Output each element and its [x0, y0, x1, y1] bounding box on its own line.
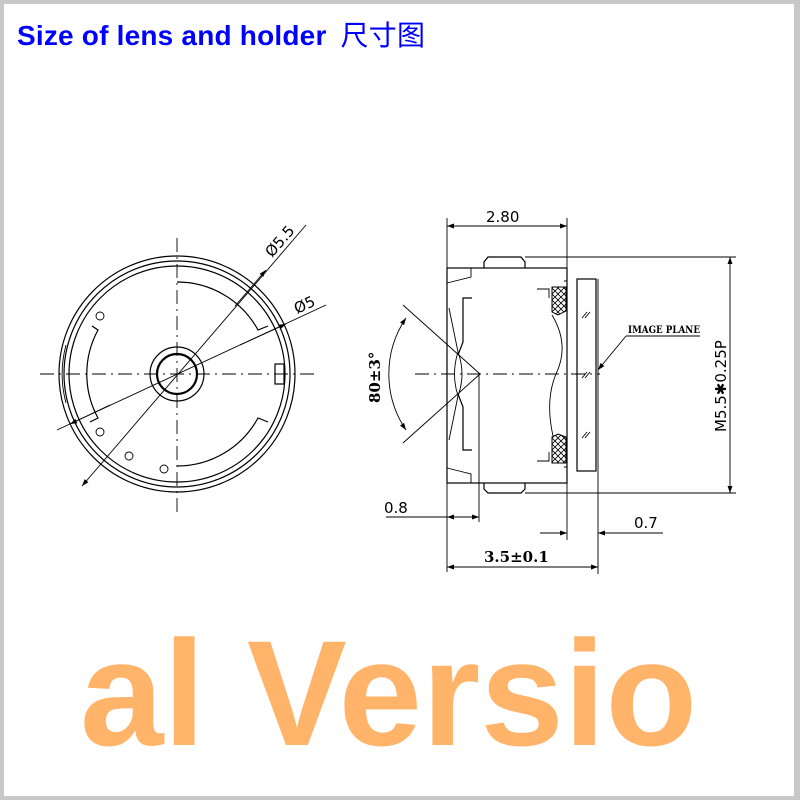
hole	[95, 427, 105, 437]
spacer	[537, 288, 550, 462]
front-offset-label: 0.8	[384, 499, 408, 517]
fov-line-top	[402, 304, 481, 375]
lens-barrel	[457, 297, 472, 451]
title-chinese: 尺寸图	[340, 19, 426, 52]
fov-arc	[388, 317, 407, 431]
glass-hatch	[581, 311, 591, 439]
retainer	[564, 280, 568, 468]
total-length-label: 3.5±0.1	[484, 548, 549, 566]
holder-body	[446, 267, 568, 484]
inner-arc-top	[176, 281, 269, 331]
title-english: Size of lens and holder	[17, 20, 327, 51]
thread-bottom	[483, 483, 526, 494]
rear-lens-surface	[549, 314, 563, 437]
seal-bottom	[551, 433, 567, 464]
front-view: Ø5.5 Ø5	[40, 222, 327, 512]
thread-circle	[63, 260, 291, 488]
sensor-glass	[576, 278, 597, 472]
inner-arc-left	[86, 325, 99, 423]
dim-arrow	[239, 323, 287, 346]
outer-diameter-label: Ø5.5	[261, 222, 298, 261]
inner-rim-circle	[68, 265, 286, 483]
hole	[95, 311, 105, 321]
dim-arrow	[234, 269, 267, 307]
hub-outer	[149, 346, 205, 402]
seal-top	[551, 286, 567, 316]
watermark: al Versio	[80, 609, 697, 777]
page-title: Size of lens and holder 尺寸图	[17, 14, 425, 54]
front-chamfer	[446, 268, 472, 483]
thread-label: M5.5✱0.25P	[712, 340, 730, 432]
side-view: 80±3° 2.80 M5.5✱0.25P IMAGE PLANE 0.8 0.…	[366, 208, 736, 574]
inner-arc-bottom	[176, 417, 269, 467]
hub-inner	[155, 352, 199, 396]
dim-arrow	[69, 404, 111, 425]
back-focal-label: 0.7	[634, 514, 658, 532]
thread-top	[483, 256, 526, 268]
leader-line	[597, 335, 627, 371]
outer-circle	[58, 255, 296, 493]
length-label: 2.80	[486, 208, 519, 226]
fov-line-bottom	[402, 373, 481, 444]
dim-line-outer-diameter	[81, 224, 307, 487]
image-plane-label: IMAGE PLANE	[628, 325, 700, 336]
fov-label: 80±3°	[366, 352, 384, 403]
inner-diameter-label: Ø5	[291, 292, 318, 317]
hole	[159, 464, 169, 474]
thread-arc	[61, 344, 67, 404]
key-tab	[274, 363, 285, 385]
hole	[124, 451, 134, 461]
